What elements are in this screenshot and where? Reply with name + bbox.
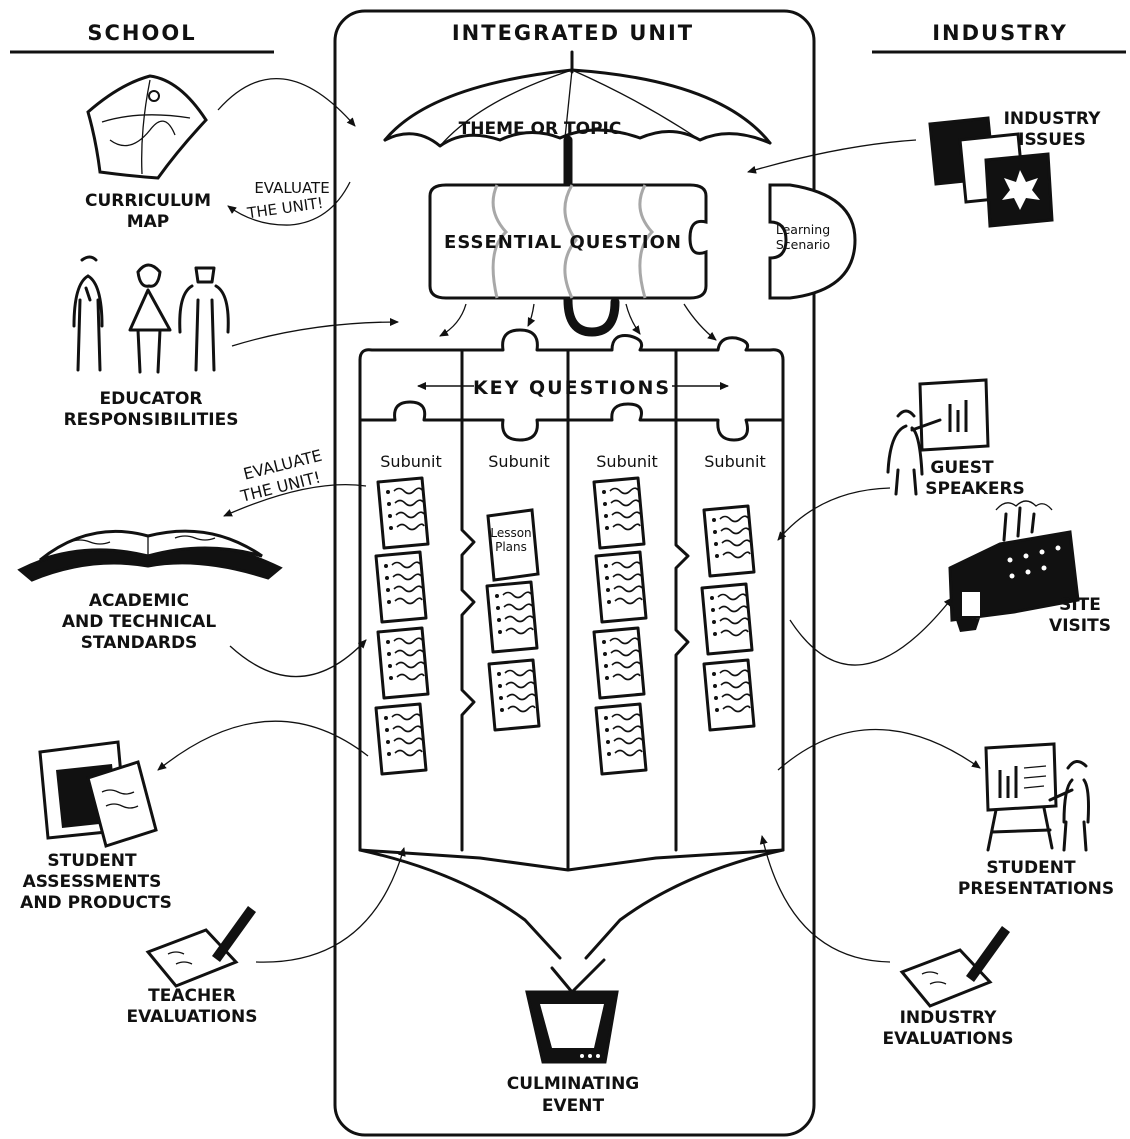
television-icon [525,958,619,1064]
educator-line1: EDUCATOR [100,389,203,409]
subunit-label-2: Subunit [488,452,549,471]
essential-question-puzzle [428,183,708,300]
subunit-label-4: Subunit [704,452,765,471]
factory-icon [948,500,1080,632]
framed-pictures-icon [928,116,1054,228]
evaluate-top-line2: THE UNIT! [245,194,324,223]
map-to-theme-arrow [217,78,356,127]
document-icon [700,582,754,656]
assessments-line2: ASSESSMENTS [23,872,162,892]
learning-scenario-line2: Scenario [776,237,830,252]
curriculum-map-line2: MAP [127,212,170,232]
learning-scenario-piece [768,183,857,300]
lesson-plans-line1: Lesson [490,526,531,540]
speakers-line1: GUEST [930,458,994,478]
teacher-eval-line1: TEACHER [148,986,236,1006]
eq-to-subunit-arrows [439,303,717,341]
evaluate-top-arrow [227,181,351,226]
presentations-line2: PRESENTATIONS [958,879,1114,899]
standards-line3: STANDARDS [81,633,198,653]
issues-to-unit-arrow [747,139,917,174]
presenter-icon [984,742,1090,852]
issues-line2: ISSUES [1018,130,1086,150]
assessments-line3: AND PRODUCTS [20,893,172,913]
presentations-line1: STUDENT [986,858,1076,878]
integrated-unit-frame [333,9,816,1137]
document-icon [702,504,756,578]
map-icon [86,74,208,180]
industry-eval-line2: EVALUATIONS [883,1029,1014,1049]
speakers-to-unit-arrow [777,487,891,541]
pen-paper-icon [145,906,256,988]
assessments-line1: STUDENT [47,851,137,871]
document-icon [592,476,646,550]
document-icon [702,658,756,732]
school-header: SCHOOL [87,21,196,45]
document-icon [487,658,541,732]
standards-to-unit-arrow [229,639,367,678]
teacher-eval-line2: EVALUATIONS [127,1007,258,1027]
theme-label: THEME OR TOPIC [459,119,622,139]
document-icon [376,626,430,700]
report-icon [38,740,158,848]
industry-eval-arrow [759,835,891,963]
curriculum-map-line1: CURRICULUM [85,191,211,211]
document-icon [594,702,648,776]
unit-to-site-arrow [789,597,953,666]
evaluate-mid-arrow [223,483,367,517]
evaluate-top-line1: EVALUATE [254,179,329,197]
integrated-unit-title: INTEGRATED UNIT [452,21,694,45]
learning-scenario-line1: Learning [776,222,830,237]
essential-question-label: ESSENTIAL QUESTION [444,232,682,253]
standards-line2: AND TECHNICAL [62,612,217,632]
standards-line1: ACADEMIC [89,591,189,611]
speaker-icon [886,378,990,496]
pen-paper-icon [899,926,1010,1008]
industry-header: INDUSTRY [932,21,1068,45]
site-visits-line1: SITE [1059,595,1101,615]
culminating-line2: EVENT [542,1096,605,1116]
subunit-columns [358,328,785,960]
document-icon [592,626,646,700]
industry-eval-line1: INDUSTRY [900,1008,997,1028]
issues-line1: INDUSTRY [1004,109,1101,129]
educator-line2: RESPONSIBILITIES [64,410,239,430]
unit-to-presentations-arrow [777,728,981,771]
document-icon [486,508,540,582]
book-icon [17,529,283,582]
document-icon [594,550,648,624]
lesson-plan-documents [374,476,756,776]
lesson-plans-line2: Plans [495,540,527,554]
people-icon [72,255,230,374]
culminating-line1: CULMINATING [507,1074,640,1094]
document-icon [374,550,428,624]
unit-to-assessments-arrow [157,720,369,771]
teacher-eval-arrow [255,847,406,963]
subunit-label-3: Subunit [596,452,657,471]
site-visits-line2: VISITS [1049,616,1111,636]
document-icon [376,476,430,550]
speakers-line2: SPEAKERS [925,479,1025,499]
educator-to-unit-arrow [231,318,399,347]
document-icon [374,702,428,776]
document-icon [485,580,539,654]
subunit-label-1: Subunit [380,452,441,471]
key-questions-label: KEY QUESTIONS [473,377,671,399]
umbrella-icon [383,50,772,337]
